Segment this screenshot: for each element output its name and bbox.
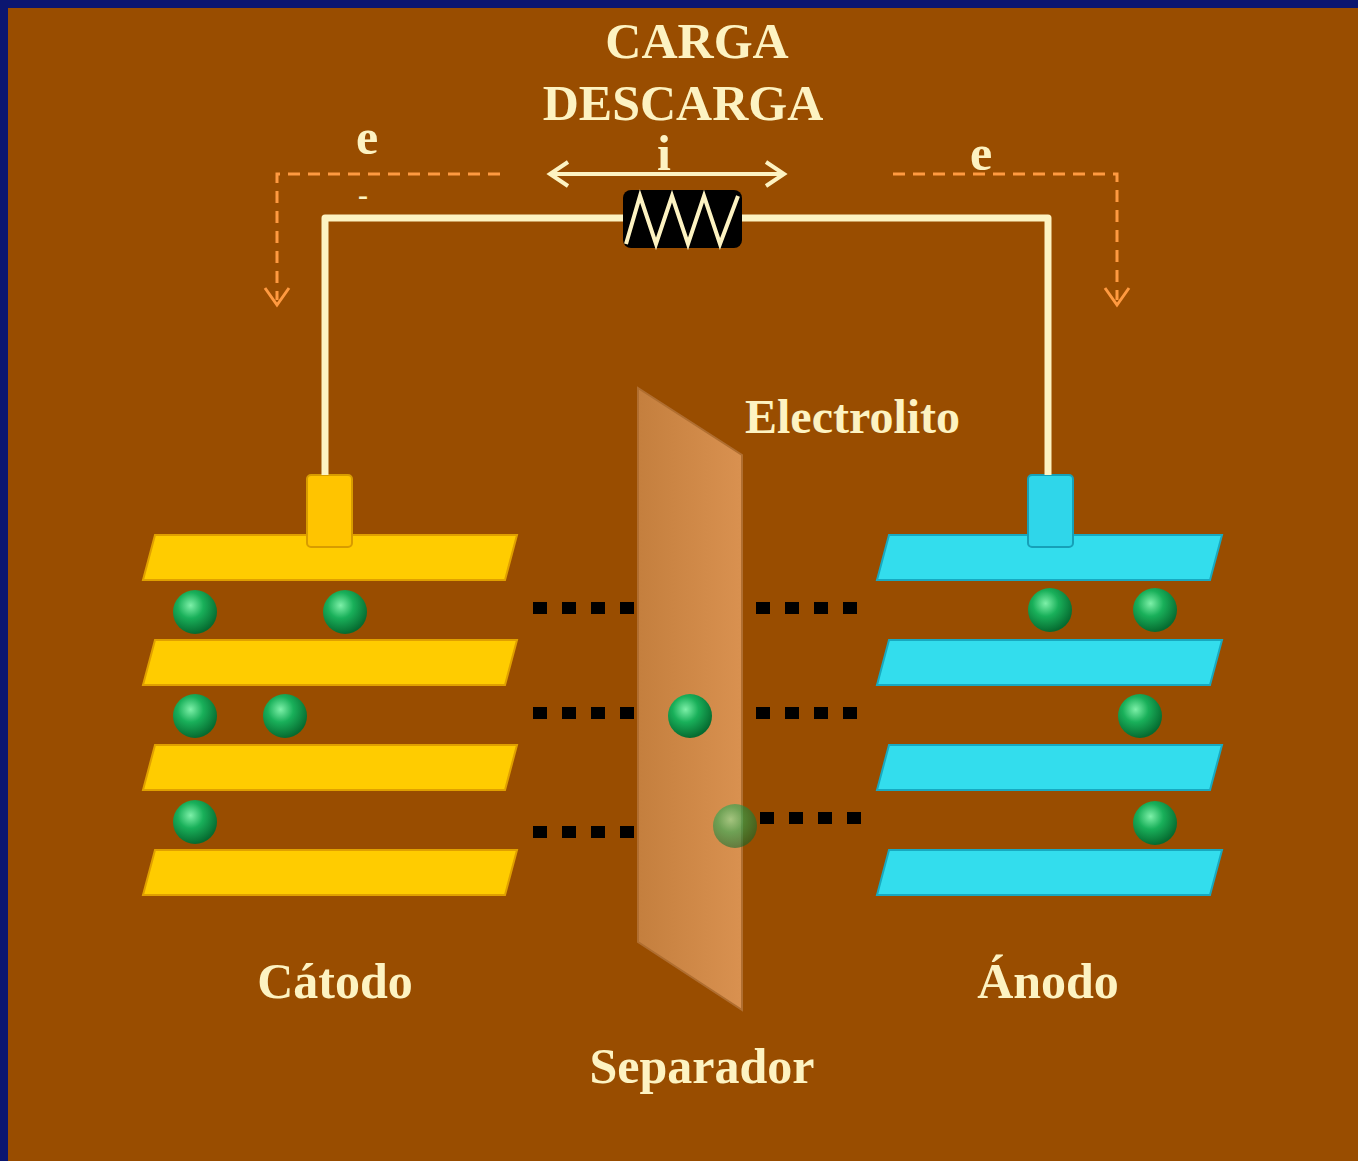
separator: Separador (580, 385, 830, 1095)
ion-path-dot (533, 707, 547, 719)
ion-path-dot (591, 707, 605, 719)
cathode-tab (307, 475, 352, 547)
process-title: CARGA (605, 16, 788, 66)
lithium-ion (173, 590, 217, 634)
external-wire (325, 218, 1048, 475)
anode-plate (877, 850, 1222, 895)
ion-path-dot (562, 602, 576, 614)
anode-plate (877, 745, 1222, 790)
ion-path-dot (785, 707, 799, 719)
ion-path-dot (591, 602, 605, 614)
electron-label: e (970, 128, 992, 178)
ion-path-dot (814, 602, 828, 614)
lithium-ion (173, 694, 217, 738)
lithium-ion (1133, 801, 1177, 845)
lithium-ion (1118, 694, 1162, 738)
ion-path-dot (562, 826, 576, 838)
anode-tab (1028, 475, 1073, 547)
resistor-symbol (623, 190, 742, 248)
current-label: i (657, 128, 671, 178)
cathode-plate (143, 640, 517, 685)
ion-path-dot (785, 602, 799, 614)
lithium-ion (1133, 588, 1177, 632)
ion-path-dot (620, 602, 634, 614)
ion-path-dot (843, 602, 857, 614)
charge-sign: - (358, 180, 368, 210)
ion-path-dot (818, 812, 832, 824)
ion-path-dot (756, 602, 770, 614)
electron-label: e (356, 112, 378, 162)
ion-path-dot (789, 812, 803, 824)
ion-path-dot (620, 707, 634, 719)
component-label: Ánodo (977, 956, 1119, 1006)
component-label: Separador (590, 1041, 815, 1091)
electrolyte-label: Electrolito (745, 393, 960, 441)
ion-path-dot (591, 826, 605, 838)
lithium-ion (323, 590, 367, 634)
ion-path-dot (843, 707, 857, 719)
component-label: Cátodo (257, 956, 413, 1006)
cathode-electrode: Cátodo (140, 475, 518, 1010)
ion-path-dot (756, 707, 770, 719)
lithium-ion (173, 800, 217, 844)
ion-path-dot (847, 812, 861, 824)
electron-flow-arrows (277, 174, 1117, 300)
lithium-ion (713, 804, 757, 848)
process-title: DESCARGA (543, 78, 824, 128)
anode-electrode: Ánodo (875, 475, 1222, 1010)
anode-plate (877, 640, 1222, 685)
ion-path-dot (760, 812, 774, 824)
ion-path-dot (814, 707, 828, 719)
lithium-ion (1028, 588, 1072, 632)
ion-path-dot (533, 826, 547, 838)
cathode-plate (143, 745, 517, 790)
separator-membrane (638, 388, 742, 1010)
lithium-ion (263, 694, 307, 738)
ion-path-dot (533, 602, 547, 614)
cathode-plate (143, 850, 517, 895)
ion-path-dot (620, 826, 634, 838)
lithium-ion (668, 694, 712, 738)
ion-path-dot (562, 707, 576, 719)
